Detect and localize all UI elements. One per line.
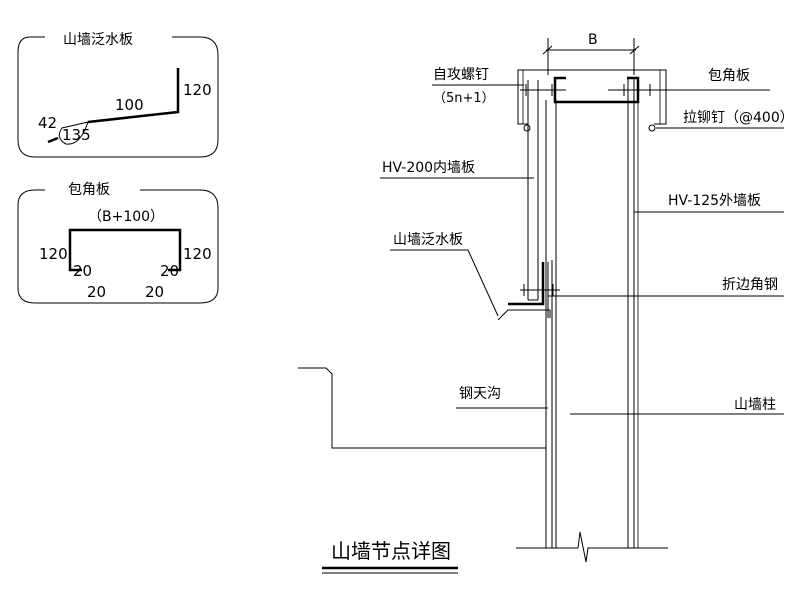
dim-b-label: B <box>588 32 598 48</box>
flashing-detail: 山墙泛水板 100 120 42 135 <box>17 32 219 158</box>
angle-marker <box>58 121 89 145</box>
dim-100: 100 <box>115 96 144 114</box>
label-self-tapping-screw: 自攻螺钉 <box>433 67 489 83</box>
flashing-piece <box>497 309 551 321</box>
leader-flashing-d <box>467 249 499 317</box>
dim-left-20a: 20 <box>73 262 92 280</box>
label-outer-panel: HV-125外墙板 <box>668 193 761 209</box>
flashing-drip <box>47 136 59 144</box>
corner-detail-title: 包角板 <box>68 182 110 198</box>
label-rivet: 拉铆钉（@400） <box>683 110 794 126</box>
label-flashing: 山墙泛水板 <box>393 232 463 248</box>
dim-right-20a: 20 <box>160 262 179 280</box>
corner-width-label: （B+100） <box>88 209 164 225</box>
dim-b-tick-right <box>629 45 640 55</box>
flashing-detail-frame <box>17 36 219 158</box>
dim-right-20b: 20 <box>145 283 164 301</box>
labels: 自攻螺钉 （5n+1） 包角板 拉铆钉（@400） HV-200内墙板 HV-1… <box>380 67 794 415</box>
main-section: B <box>298 32 668 563</box>
dim-135: 135 <box>62 126 91 144</box>
corner-cap <box>517 69 667 125</box>
dim-42: 42 <box>38 114 57 132</box>
flashing-profile <box>87 68 180 124</box>
label-angle-steel: 折边角钢 <box>722 277 778 293</box>
dim-right-120: 120 <box>183 245 212 263</box>
label-gable-column: 山墙柱 <box>734 397 776 413</box>
corner-panel-profile <box>68 228 182 272</box>
dim-120: 120 <box>183 81 212 99</box>
dim-left-120: 120 <box>39 245 68 263</box>
flashing-detail-title: 山墙泛水板 <box>63 32 133 48</box>
steel-gutter-profile <box>298 367 546 449</box>
cap-rivet-left <box>523 124 531 132</box>
drawing-title-block: 山墙节点详图 <box>322 539 458 574</box>
dim-left-20b: 20 <box>87 283 106 301</box>
label-corner-panel: 包角板 <box>708 68 750 84</box>
corner-detail-frame <box>17 189 219 304</box>
angle-steel <box>508 262 545 306</box>
break-line <box>577 531 668 563</box>
corner-panel-detail: 包角板 （B+100） 120 120 20 20 20 20 <box>17 182 219 304</box>
label-screw-count: （5n+1） <box>433 91 495 106</box>
drawing-title: 山墙节点详图 <box>331 539 451 563</box>
dim-b-tick-left <box>542 45 553 55</box>
c-purlin <box>553 76 640 104</box>
label-gutter: 钢天沟 <box>459 386 501 402</box>
cap-rivet-right <box>648 124 656 132</box>
label-inner-panel: HV-200内墙板 <box>382 160 475 176</box>
